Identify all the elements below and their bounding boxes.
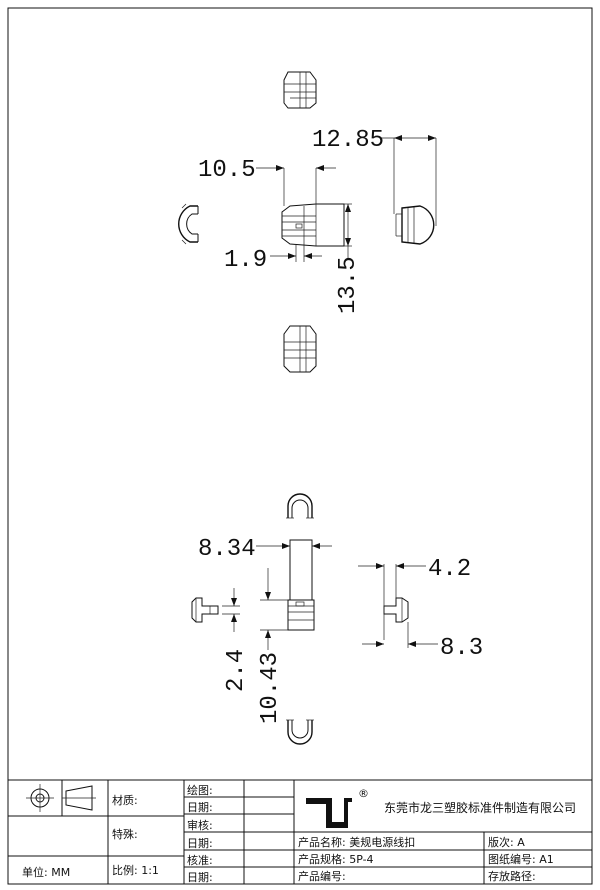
projection-symbol-icon bbox=[26, 784, 96, 812]
registered-mark: ® bbox=[358, 787, 369, 800]
product-spec: 产品规格: 5P-4 bbox=[298, 852, 374, 866]
scale-label: 比例: 1:1 bbox=[112, 863, 159, 877]
bottom-dimension-lines bbox=[222, 540, 438, 650]
top-dimension-lines bbox=[256, 135, 437, 262]
dim-10-5: 10.5 bbox=[198, 157, 256, 184]
bottom-view-center-part bbox=[287, 539, 315, 631]
bottom-view-right-part bbox=[383, 597, 409, 623]
top-view-lower-part bbox=[283, 325, 317, 373]
company-name: 东莞市龙三塑胶标准件制造有限公司 bbox=[384, 800, 576, 815]
title-block-lines bbox=[8, 779, 592, 884]
bottom-view-left-part bbox=[191, 597, 219, 623]
version: 版次: A bbox=[488, 835, 525, 849]
dim-12-85: 12.85 bbox=[312, 127, 384, 154]
dim-10-43: 10.43 bbox=[257, 652, 284, 724]
dim-4-2: 4.2 bbox=[428, 556, 471, 583]
review-label: 审核: bbox=[187, 818, 213, 832]
date1-label: 日期: bbox=[187, 801, 213, 814]
dim-1-9: 1.9 bbox=[224, 247, 267, 274]
drawn-label: 绘图: bbox=[187, 783, 213, 797]
top-view-right-part bbox=[395, 205, 435, 245]
material-label: 材质: bbox=[112, 793, 138, 807]
dim-8-34: 8.34 bbox=[198, 536, 256, 563]
top-view-left-clip bbox=[178, 203, 199, 245]
bottom-view-lower-arch bbox=[286, 719, 314, 745]
product-name: 产品名称: 美规电源线扣 bbox=[298, 835, 415, 849]
drawing-number: 图纸编号: A1 bbox=[488, 852, 554, 866]
special-label: 特殊: bbox=[112, 827, 138, 841]
dim-8-3: 8.3 bbox=[440, 635, 483, 662]
top-view-center-part bbox=[281, 203, 345, 247]
drawing-border bbox=[7, 7, 593, 885]
bottom-view-upper-arch bbox=[286, 493, 314, 519]
date2-label: 日期: bbox=[187, 837, 213, 850]
dim-2-4: 2.4 bbox=[223, 649, 250, 692]
company-logo bbox=[306, 798, 352, 828]
approve-label: 核准: bbox=[187, 853, 213, 867]
dim-13-5: 13.5 bbox=[335, 256, 362, 314]
unit-label: 单位: MM bbox=[22, 865, 70, 879]
storage-path: 存放路径: bbox=[488, 869, 536, 883]
date3-label: 日期: bbox=[187, 871, 213, 884]
product-code: 产品编号: bbox=[298, 869, 346, 883]
top-view-upper-part bbox=[283, 71, 317, 109]
